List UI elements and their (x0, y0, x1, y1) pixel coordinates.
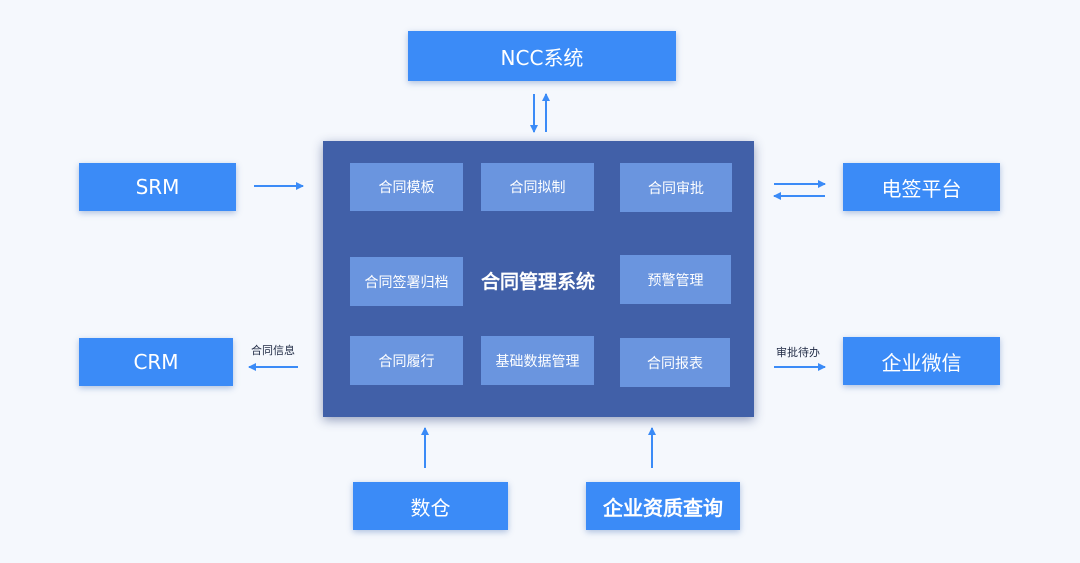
node-warehouse: 数仓 (353, 482, 508, 530)
module-warning: 预警管理 (620, 255, 731, 304)
node-crm: CRM (79, 338, 233, 386)
node-qualification: 企业资质查询 (586, 482, 740, 530)
node-wecom: 企业微信 (843, 337, 1000, 385)
module-drafting: 合同拟制 (481, 163, 594, 211)
edge-label-wecom: 审批待办 (776, 346, 820, 359)
edge-label-crm: 合同信息 (251, 344, 295, 357)
node-ncc: NCC系统 (408, 31, 676, 81)
module-signing: 合同签署归档 (350, 257, 463, 306)
module-report: 合同报表 (620, 338, 730, 387)
core-title: 合同管理系统 (480, 270, 595, 293)
module-template: 合同模板 (350, 163, 463, 211)
module-master-data: 基础数据管理 (481, 336, 594, 385)
node-srm: SRM (79, 163, 236, 211)
core-system: 合同模板 合同拟制 合同审批 合同签署归档 合同管理系统 预警管理 合同履行 基… (323, 141, 754, 417)
module-approval: 合同审批 (620, 163, 732, 212)
module-performance: 合同履行 (350, 336, 463, 385)
node-esign: 电签平台 (843, 163, 1000, 211)
